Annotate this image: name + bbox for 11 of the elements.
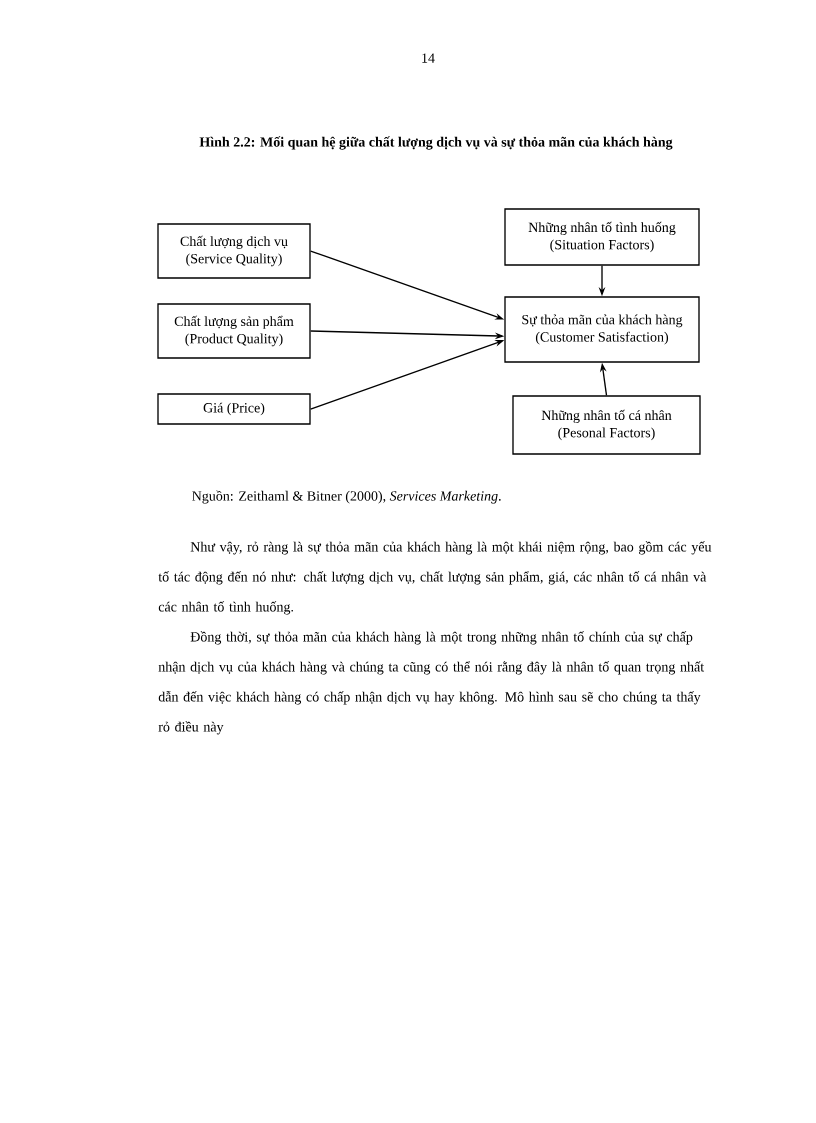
source-note: Nguồn: Zeithaml & Bitner (2000), Services Marketing. [192, 490, 501, 504]
factor-box: Chất lượng sản phẩm (Product Quality) [157, 303, 311, 359]
paragraph: Đồng thời, sự thỏa mãn của khách hàng là một trong những nhân tố chính của sự chấp nhận dịch vụ của khách hàng và chúng ta cũng có thể nói rằng đây là nhân tố quan trọng nhất dẫn đến việc khách hàng có chấp nhận dịch vụ hay không. Mô hình sau sẽ cho chúng ta thấy rỏ điều này [158, 631, 705, 735]
factor-box: Sự thỏa mãn của khách hàng (Customer Satisfaction) [504, 296, 700, 363]
factor-box: Những nhân tố cá nhân (Pesonal Factors) [512, 395, 701, 455]
factor-box: Những nhân tố tình huống (Situation Factors) [504, 208, 700, 266]
figure-title: Hình 2.2: Mối quan hệ giữa chất lượng dịch vụ và sự thỏa mãn của khách hàng [199, 136, 673, 150]
factor-box: Giá (Price) [157, 393, 311, 425]
page-number: 14 [422, 53, 435, 63]
paragraph: Như vậy, rỏ ràng là sự thỏa mãn của khách hàng là một khái niệm rộng, bao gồm các yếu tố tác động đến nó như: chất lượng dịch vụ, chất lượng sản phẩm, giá, các nhân tố cá nhân và các nhân tố tình huống. [158, 541, 712, 615]
factor-box: Chất lượng dịch vụ (Service Quality) [157, 223, 311, 279]
